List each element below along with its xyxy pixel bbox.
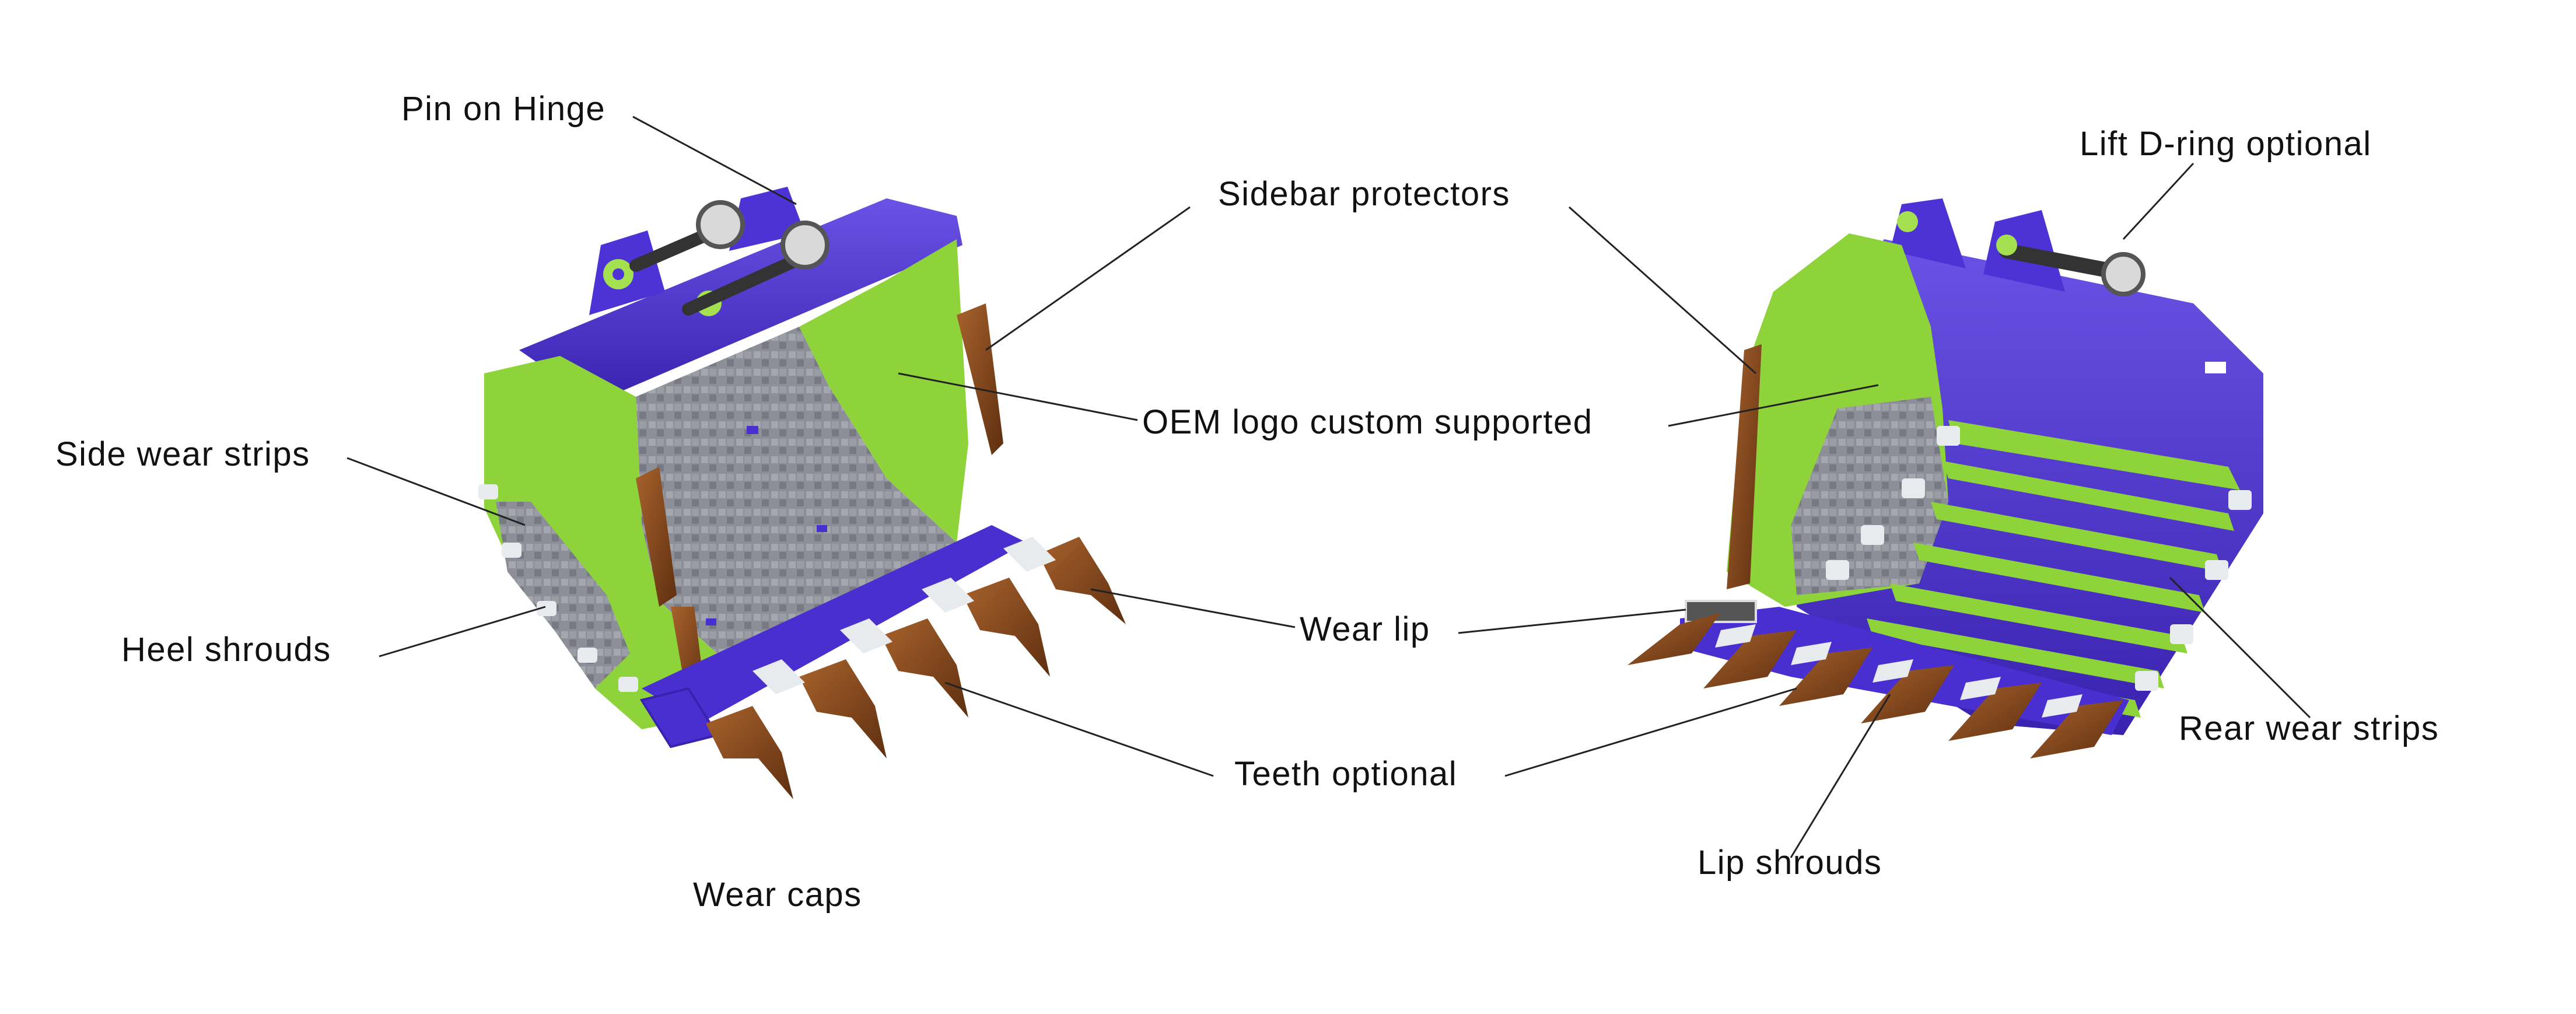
right-teeth bbox=[1628, 613, 2123, 758]
left-bucket bbox=[478, 187, 1126, 799]
label-oem-logo: OEM logo custom supported bbox=[1142, 403, 1593, 441]
leader-teeth-left bbox=[944, 681, 1214, 777]
left-bucket-liner bbox=[636, 327, 957, 659]
wear-strip-cap bbox=[1826, 560, 1849, 580]
tooth bbox=[2030, 700, 2123, 758]
lip-shroud bbox=[752, 659, 805, 694]
heel-shroud bbox=[478, 484, 498, 499]
leader-lines bbox=[346, 116, 2311, 858]
leader-teeth-right bbox=[1504, 687, 1797, 777]
tooth bbox=[1628, 613, 1721, 665]
tooth bbox=[963, 578, 1050, 677]
wear-strip-cap bbox=[1861, 525, 1884, 545]
leader-sidebar-left bbox=[985, 206, 1191, 351]
wear-lip-grill bbox=[1685, 600, 1757, 623]
wear-strip-cap bbox=[2135, 671, 2158, 691]
leader-wear-lip-left bbox=[1090, 588, 1296, 628]
leader-pin-on-hinge bbox=[632, 116, 797, 205]
lip-shroud bbox=[922, 578, 974, 613]
lip-shroud bbox=[1791, 642, 1832, 665]
sidebar-protector bbox=[1727, 344, 1762, 589]
tooth bbox=[881, 618, 968, 718]
sidebar-protector bbox=[636, 467, 677, 607]
heel-shroud bbox=[578, 648, 597, 663]
tooth bbox=[1038, 537, 1126, 624]
wear-strip-cap bbox=[1902, 478, 1925, 498]
leader-heel-shrouds bbox=[379, 606, 546, 658]
lip-shroud bbox=[1003, 537, 1056, 572]
right-side-liner bbox=[1791, 397, 1948, 595]
label-side-wear-strips: Side wear strips bbox=[55, 435, 310, 473]
label-heel-shrouds: Heel shrouds bbox=[121, 631, 331, 669]
lift-d-ring-icon bbox=[2101, 252, 2146, 296]
label-pin-on-hinge: Pin on Hinge bbox=[401, 90, 606, 128]
sidebar-protector bbox=[957, 303, 1003, 455]
tooth bbox=[1861, 665, 1954, 723]
lip-shroud bbox=[840, 618, 892, 653]
label-lift-d-ring: Lift D-ring optional bbox=[2080, 125, 2372, 163]
right-bucket bbox=[1628, 198, 2263, 758]
leader-oem-right bbox=[1668, 384, 1879, 427]
wear-strip-cap bbox=[2228, 490, 2252, 510]
heel-shroud bbox=[618, 677, 638, 692]
side-wear-strip-panel bbox=[496, 502, 630, 688]
label-lip-shrouds: Lip shrouds bbox=[1698, 844, 1882, 882]
lip-shroud bbox=[2042, 694, 2082, 718]
lip-shroud bbox=[1873, 659, 1913, 683]
leader-wear-lip-right bbox=[1458, 609, 1686, 634]
leader-sidebar-right bbox=[1569, 206, 1756, 375]
leader-oem-left bbox=[898, 372, 1138, 421]
wear-lip bbox=[642, 525, 1027, 723]
wear-strip-cap bbox=[2170, 624, 2193, 644]
left-bucket-top-plate bbox=[519, 198, 963, 403]
label-wear-caps: Wear caps bbox=[693, 876, 862, 914]
label-sidebar-protectors: Sidebar protectors bbox=[1218, 175, 1510, 213]
lip-shroud bbox=[1715, 624, 1756, 648]
wear-strip-cap bbox=[1937, 426, 1960, 446]
wear-strip-cap bbox=[2205, 560, 2228, 580]
label-rear-wear-strips: Rear wear strips bbox=[2179, 709, 2440, 747]
leader-lip-shrouds bbox=[1790, 694, 1891, 858]
leader-lift-d-ring bbox=[2122, 162, 2194, 240]
tooth bbox=[706, 706, 793, 799]
right-side-plate bbox=[799, 239, 968, 543]
heel-shroud bbox=[502, 543, 522, 558]
lip-shroud bbox=[1960, 677, 2001, 700]
label-teeth-optional: Teeth optional bbox=[1234, 755, 1458, 793]
left-teeth bbox=[706, 537, 1126, 799]
tooth bbox=[799, 659, 887, 758]
tooth bbox=[1948, 683, 2042, 741]
left-side-plate bbox=[484, 356, 723, 729]
leader-side-wear-strips bbox=[346, 457, 526, 526]
label-wear-lip: Wear lip bbox=[1300, 610, 1430, 648]
tooth bbox=[1779, 648, 1873, 706]
tooth bbox=[1703, 630, 1797, 688]
heel-shroud bbox=[537, 601, 556, 616]
leader-rear-wear-strips bbox=[2169, 576, 2311, 719]
